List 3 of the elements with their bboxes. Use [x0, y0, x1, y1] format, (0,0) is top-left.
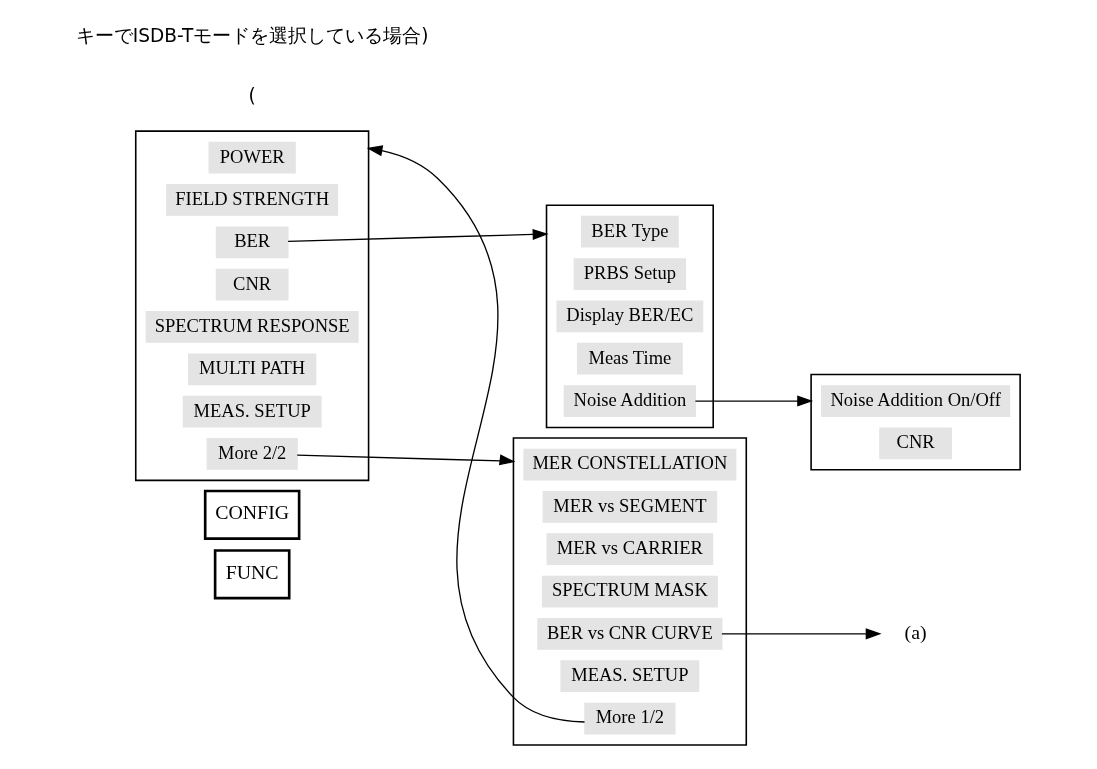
label: ( — [248, 84, 256, 106]
node-text: (a) — [904, 620, 927, 643]
label: キーでISDB-Tモードを選択している場合) — [75, 25, 429, 47]
